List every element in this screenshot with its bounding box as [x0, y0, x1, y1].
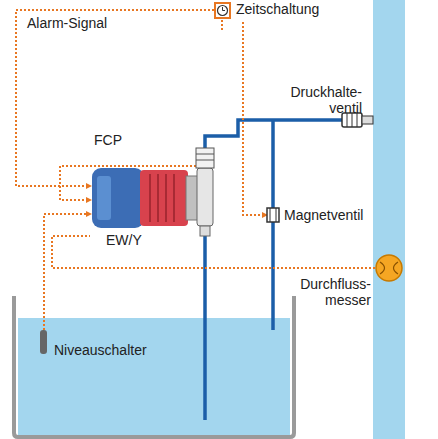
- signal-lines: [16, 10, 375, 330]
- label: Zeitschaltung: [236, 1, 319, 17]
- label: Durchfluss- messer: [281, 276, 371, 308]
- label: Druckhalte- ventil: [282, 84, 362, 116]
- solenoid-valve: [267, 208, 279, 222]
- tank-wall: [14, 296, 294, 437]
- label: Niveauschalter: [54, 342, 147, 358]
- dosing-pipes: [205, 120, 345, 420]
- label: FCP: [92, 132, 124, 148]
- label: Alarm-Signal: [25, 15, 109, 31]
- label: Magnetventil: [284, 207, 363, 223]
- flow-meter: [376, 255, 402, 281]
- label: EW/Y: [104, 232, 144, 248]
- timer-icon: [215, 3, 230, 18]
- dosing-pump: [92, 148, 214, 236]
- level-switch: [40, 330, 47, 354]
- main-pipe: [373, 0, 405, 439]
- tank-water: [18, 318, 290, 439]
